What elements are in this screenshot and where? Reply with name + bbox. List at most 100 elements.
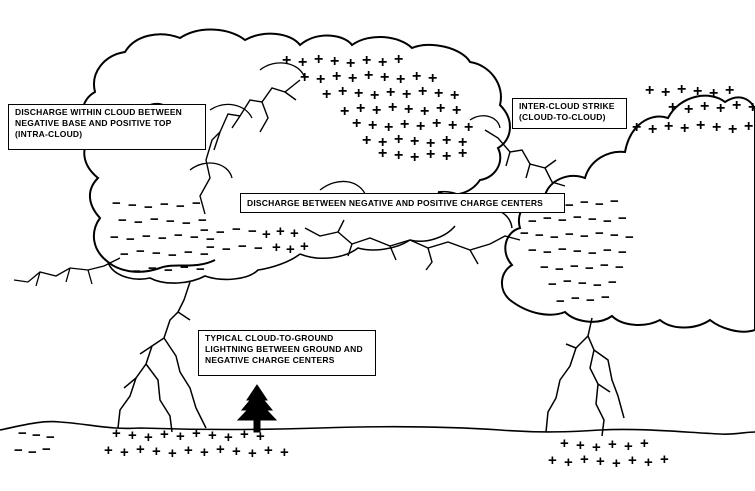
positive-charge-symbol: +	[420, 103, 429, 120]
positive-charge-symbol: +	[596, 453, 605, 470]
negative-charge-symbol: −	[548, 276, 557, 293]
negative-charge-symbol: −	[555, 261, 564, 278]
positive-charge-symbol: +	[434, 85, 443, 102]
negative-charge-symbol: −	[168, 247, 177, 264]
positive-charge-symbol: +	[362, 52, 371, 69]
cloud-to-ground-label-line-1: TYPICAL CLOUD-TO-GROUND	[205, 333, 334, 343]
positive-charge-symbol: +	[680, 120, 689, 137]
positive-charge-symbol: +	[677, 81, 686, 98]
negative-charge-symbol: −	[132, 263, 141, 280]
negative-charges: −−−−−−−−−−−−−−−−−−−−−−−−−−−−−−−−−−−−−−−−…	[14, 193, 634, 461]
positive-charge-symbol: +	[580, 451, 589, 468]
negative-charge-symbol: −	[176, 198, 185, 215]
positive-charge-symbol: +	[404, 101, 413, 118]
positive-charge-symbol: +	[384, 119, 393, 136]
charge-centers-label: DISCHARGE BETWEEN NEGATIVE AND POSITIVE …	[240, 193, 565, 213]
negative-charge-symbol: −	[600, 257, 609, 274]
positive-charge-symbol: +	[464, 119, 473, 136]
positive-charge-symbol: +	[372, 102, 381, 119]
positive-charge-symbol: +	[280, 444, 289, 461]
positive-charge-symbol: +	[370, 87, 379, 104]
positive-charge-symbol: +	[628, 452, 637, 469]
positive-charge-symbol: +	[612, 455, 621, 472]
negative-charge-symbol: −	[232, 221, 241, 238]
negative-charge-symbol: −	[570, 258, 579, 275]
positive-charge-symbol: +	[298, 54, 307, 71]
negative-charge-symbol: −	[586, 292, 595, 309]
negative-charge-symbol: −	[200, 222, 209, 239]
negative-charge-symbol: −	[128, 197, 137, 214]
negative-charge-symbol: −	[206, 231, 215, 248]
positive-charge-symbol: +	[448, 117, 457, 134]
positive-charge-symbol: +	[744, 118, 753, 135]
negative-charge-symbol: −	[150, 211, 159, 228]
positive-charge-symbol: +	[624, 438, 633, 455]
negative-charge-symbol: −	[32, 427, 41, 444]
positive-charge-symbol: +	[709, 85, 718, 102]
negative-charge-symbol: −	[618, 244, 627, 261]
positive-charge-symbol: +	[640, 435, 649, 452]
positive-charge-symbol: +	[388, 99, 397, 116]
intra-cloud-label-line-2: NEGATIVE BASE AND POSITIVE TOP	[15, 118, 172, 128]
positive-charge-symbol: +	[314, 51, 323, 68]
negative-charge-symbol: −	[563, 273, 572, 290]
negative-charge-symbol: −	[580, 194, 589, 211]
positive-charge-symbol: +	[348, 70, 357, 87]
negative-charge-symbol: −	[180, 259, 189, 276]
inter-cloud-label-line-2: (CLOUD-TO-CLOUD)	[519, 112, 606, 122]
positive-charge-symbol: +	[338, 83, 347, 100]
positive-charge-symbol: +	[432, 115, 441, 132]
positive-charge-symbol: +	[560, 435, 569, 452]
positive-charge-symbol: +	[412, 68, 421, 85]
positive-charge-symbol: +	[661, 84, 670, 101]
negative-charge-symbol: −	[136, 243, 145, 260]
positive-charge-symbol: +	[290, 225, 299, 242]
negative-charge-symbol: −	[608, 274, 617, 291]
positive-charge-symbol: +	[354, 85, 363, 102]
positive-charge-symbol: +	[112, 425, 121, 442]
positive-charge-symbol: +	[396, 71, 405, 88]
positive-charge-symbol: +	[668, 99, 677, 116]
cloud-base-outline	[107, 253, 301, 284]
negative-charge-symbol: −	[112, 195, 121, 212]
positive-charge-symbol: +	[216, 441, 225, 458]
positive-charge-symbol: +	[120, 444, 129, 461]
charge-centers-label-line-1: DISCHARGE BETWEEN NEGATIVE AND POSITIVE …	[247, 198, 544, 208]
positive-charge-symbol: +	[104, 442, 113, 459]
cloud-to-ground-label: TYPICAL CLOUD-TO-GROUND LIGHTNING BETWEE…	[198, 330, 376, 376]
positive-charge-symbol: +	[442, 132, 451, 149]
positive-charge-symbol: +	[400, 116, 409, 133]
positive-charge-symbol: +	[128, 427, 137, 444]
negative-charge-symbol: −	[543, 210, 552, 227]
negative-charge-symbol: −	[160, 196, 169, 213]
negative-charge-symbol: −	[625, 229, 634, 246]
negative-charge-symbol: −	[550, 229, 559, 246]
negative-charge-symbol: −	[14, 442, 23, 459]
positive-charge-symbol: +	[442, 148, 451, 165]
negative-charge-symbol: −	[216, 224, 225, 241]
positive-charge-symbol: +	[436, 100, 445, 117]
positive-charge-symbol: +	[426, 135, 435, 152]
negative-charge-symbol: −	[174, 227, 183, 244]
positive-charge-symbol: +	[693, 83, 702, 100]
positive-charge-symbol: +	[410, 149, 419, 166]
positive-charge-symbol: +	[548, 452, 557, 469]
negative-charge-symbol: −	[528, 242, 537, 259]
negative-charge-symbol: −	[610, 227, 619, 244]
positive-charge-symbol: +	[276, 223, 285, 240]
positive-charge-symbol: +	[684, 101, 693, 118]
positive-charge-symbol: +	[452, 102, 461, 119]
negative-charge-symbol: −	[588, 245, 597, 262]
positive-charge-symbol: +	[608, 436, 617, 453]
positive-charge-symbol: +	[240, 426, 249, 443]
positive-charge-symbol: +	[300, 69, 309, 86]
negative-charge-symbol: −	[558, 241, 567, 258]
positive-charge-symbol: +	[576, 437, 585, 454]
positive-charge-symbol: +	[386, 84, 395, 101]
negative-charge-symbol: −	[120, 246, 129, 263]
positive-charge-symbol: +	[184, 442, 193, 459]
negative-charge-symbol: −	[615, 259, 624, 276]
negative-charge-symbol: −	[573, 209, 582, 226]
negative-charge-symbol: −	[152, 245, 161, 262]
positive-charge-symbol: +	[200, 444, 209, 461]
